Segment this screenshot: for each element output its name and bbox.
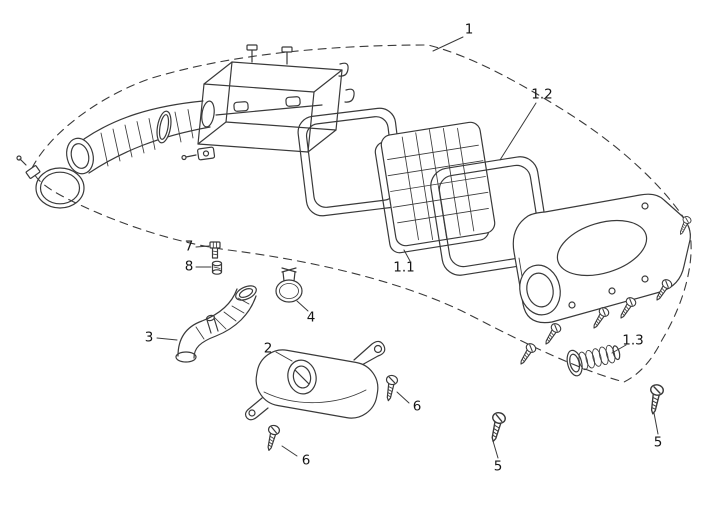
gasket-seal-rear [430, 156, 550, 276]
leader-line [195, 245, 210, 248]
filter-screen [374, 121, 496, 254]
callout-6b: 6 [301, 452, 311, 469]
leader-line [611, 344, 627, 354]
mounting-frame [181, 44, 355, 161]
leader-line [396, 391, 410, 404]
leader-lines [156, 36, 659, 459]
drain-spring [566, 344, 621, 377]
callout-3: 3 [144, 329, 154, 346]
screw [486, 410, 508, 444]
callout-2: 2 [263, 340, 273, 357]
elbow-hose [175, 285, 257, 363]
leader-line [499, 102, 537, 161]
screw [645, 383, 665, 416]
drain-fitting [211, 260, 223, 275]
callout-5a: 5 [493, 458, 503, 475]
leader-line [653, 412, 659, 435]
wire-clamp [275, 267, 303, 303]
leader-line [403, 249, 411, 262]
airbox-housing [512, 193, 691, 324]
callout-7: 7 [184, 238, 194, 255]
leader-line [156, 337, 178, 341]
screw [382, 374, 399, 403]
callout-1: 1 [464, 21, 474, 38]
leader-line [432, 36, 464, 52]
leader-line [275, 351, 293, 362]
callout-6a: 6 [412, 398, 422, 415]
assembly-outline-dashed [31, 44, 692, 383]
intake-silencer-box [244, 340, 386, 421]
leader-line [296, 300, 309, 312]
drain-bolt [209, 241, 221, 259]
callout-1-2: 1.2 [531, 86, 553, 103]
leader-line [281, 445, 298, 457]
callout-1-3: 1.3 [622, 332, 644, 349]
callout-4: 4 [306, 309, 316, 326]
screw [262, 423, 282, 453]
callout-8: 8 [184, 258, 194, 275]
leader-line [492, 440, 499, 459]
hose-clamp-ring [16, 155, 85, 209]
screw [541, 321, 563, 348]
callout-5b: 5 [653, 434, 663, 451]
screw [516, 341, 538, 368]
callout-1-1: 1.1 [393, 259, 415, 276]
intake-duct [66, 100, 215, 175]
